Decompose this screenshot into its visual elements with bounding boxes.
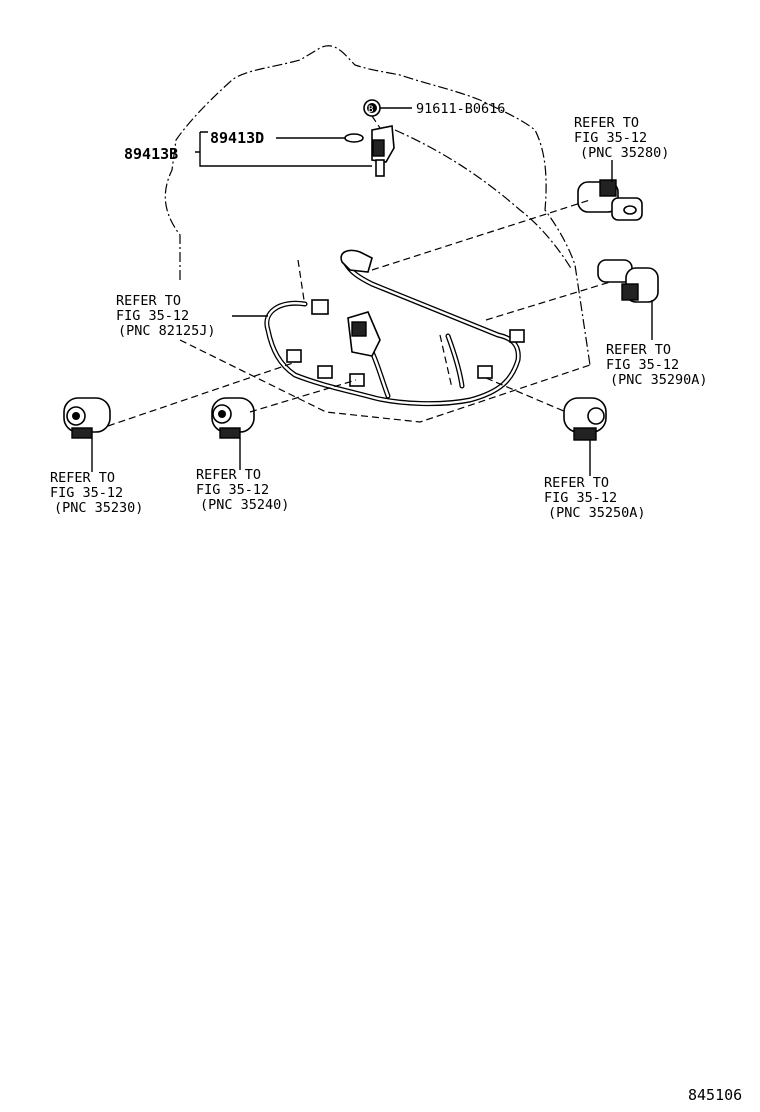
svg-text:REFER TO: REFER TO bbox=[116, 293, 181, 309]
label-bolt-number: 91611-B0616 bbox=[416, 101, 505, 117]
svg-text:REFER TO: REFER TO bbox=[544, 475, 609, 491]
svg-text:FIG 35-12: FIG 35-12 bbox=[116, 308, 189, 324]
svg-text:REFER TO: REFER TO bbox=[50, 470, 115, 486]
svg-text:(PNC 35250A): (PNC 35250A) bbox=[548, 505, 646, 521]
harness-center-leader bbox=[439, 334, 453, 389]
svg-text:FIG 35-12: FIG 35-12 bbox=[50, 485, 123, 501]
svg-text:FIG 35-12: FIG 35-12 bbox=[574, 130, 647, 146]
svg-text:(PNC 35230): (PNC 35230) bbox=[54, 500, 143, 516]
bolt-to-sensor bbox=[371, 115, 381, 129]
svg-text:REFER TO: REFER TO bbox=[606, 342, 671, 358]
svg-text:REFER TO: REFER TO bbox=[574, 115, 639, 131]
svg-text:FIG 35-12: FIG 35-12 bbox=[544, 490, 617, 506]
wiring-harness-part[interactable] bbox=[264, 249, 525, 407]
svg-text:B: B bbox=[368, 105, 373, 115]
svg-text:FIG 35-12: FIG 35-12 bbox=[606, 357, 679, 373]
svg-text:REFER TO: REFER TO bbox=[196, 467, 261, 483]
solenoid-35230-leader bbox=[107, 361, 297, 427]
svg-text:(PNC 35290A): (PNC 35290A) bbox=[610, 372, 708, 388]
ref-label-35240: REFER TO FIG 35-12 (PNC 35240) bbox=[196, 467, 289, 513]
solenoid-35280-part[interactable] bbox=[577, 179, 643, 221]
ref-label-35250A: REFER TO FIG 35-12 (PNC 35250A) bbox=[544, 475, 646, 521]
solenoid-35290A-leader bbox=[485, 281, 611, 321]
ref-label-35280: REFER TO FIG 35-12 (PNC 35280) bbox=[574, 115, 669, 161]
ref-label-35230: REFER TO FIG 35-12 (PNC 35230) bbox=[50, 470, 143, 516]
svg-text:(PNC 82125J): (PNC 82125J) bbox=[118, 323, 216, 339]
svg-text:FIG 35-12: FIG 35-12 bbox=[196, 482, 269, 498]
transmission-case-outline bbox=[164, 45, 591, 366]
harness-connector-leader bbox=[297, 259, 305, 301]
solenoid-35230-part[interactable] bbox=[63, 397, 111, 439]
solenoid-35240-part[interactable] bbox=[211, 397, 255, 439]
label-89413D: 89413D bbox=[210, 129, 264, 147]
bolt-badge: B bbox=[363, 99, 381, 117]
case-inner-edge bbox=[394, 129, 573, 271]
ref-label-35290A: REFER TO FIG 35-12 (PNC 35290A) bbox=[606, 342, 708, 388]
harness-base-outline bbox=[179, 339, 591, 423]
solenoid-35290A-part[interactable] bbox=[597, 259, 659, 303]
solenoid-35240-leader bbox=[249, 379, 357, 413]
solenoid-35280-leader bbox=[371, 199, 591, 271]
label-89413B: 89413B bbox=[124, 145, 178, 163]
solenoid-35250A-part[interactable] bbox=[563, 397, 607, 441]
speed-sensor-part[interactable] bbox=[371, 125, 395, 177]
label-89413B-bracket bbox=[195, 131, 372, 167]
svg-text:(PNC 35280): (PNC 35280) bbox=[580, 145, 669, 161]
o-ring-part[interactable] bbox=[344, 133, 364, 143]
solenoid-35250A-leader bbox=[485, 377, 567, 413]
ref-label-82125J: REFER TO FIG 35-12 (PNC 82125J) bbox=[116, 293, 216, 339]
svg-text:(PNC 35240): (PNC 35240) bbox=[200, 497, 289, 513]
diagram-id: 845106 bbox=[688, 1086, 742, 1104]
